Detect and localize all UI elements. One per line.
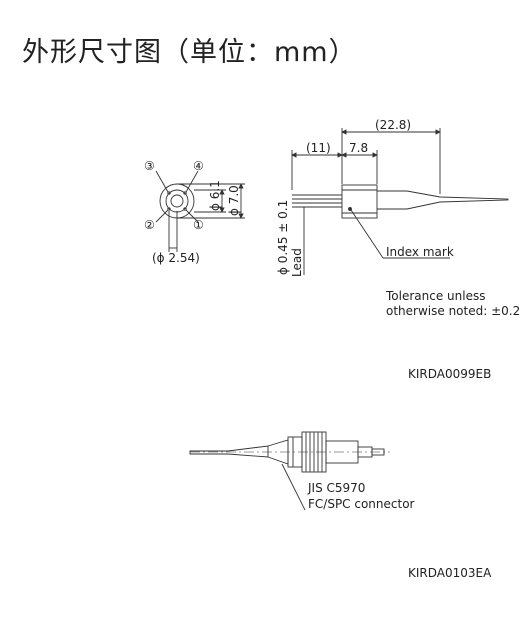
pin-2-label: ② bbox=[144, 218, 155, 232]
lead-label: Lead bbox=[290, 248, 304, 277]
pin-hole bbox=[183, 191, 187, 195]
lead-diameter-dimension: ϕ 0.45 ± 0.1 bbox=[276, 200, 290, 275]
total-length-dimension: (22.8) bbox=[375, 118, 411, 132]
body-length-dimension: 7.8 bbox=[349, 141, 368, 155]
fiber-taper bbox=[377, 190, 509, 210]
connector-view bbox=[189, 431, 390, 511]
side-view bbox=[291, 128, 509, 275]
pin-1-label: ① bbox=[193, 218, 204, 232]
pitch-dimension: (ϕ 2.54) bbox=[152, 251, 200, 265]
pin-3-label: ③ bbox=[144, 159, 155, 173]
tolerance-note-line2: otherwise noted: ±0.2 bbox=[386, 304, 520, 318]
connector-label-line1: JIS C5970 bbox=[307, 481, 365, 495]
index-mark-label: Index mark bbox=[386, 245, 454, 259]
window-circle bbox=[170, 194, 184, 208]
pin-4-label: ④ bbox=[193, 159, 204, 173]
front-view bbox=[155, 170, 245, 252]
fiber-cable bbox=[189, 445, 269, 458]
lead-length-dimension: (11) bbox=[306, 141, 331, 155]
pin-hole bbox=[167, 207, 171, 211]
inner-circle bbox=[165, 189, 189, 213]
drawing-code-1: KIRDA0099EB bbox=[408, 367, 491, 381]
page-title: 外形尺寸图（单位：mm） bbox=[22, 37, 357, 68]
pin-hole bbox=[183, 207, 187, 211]
tolerance-note-line1: Tolerance unless bbox=[385, 289, 485, 303]
drawing-code-2: KIRDA0103EA bbox=[408, 566, 492, 580]
index-mark bbox=[348, 207, 352, 211]
connector-label-line2: FC/SPC connector bbox=[308, 497, 415, 511]
inner-diameter-dimension: ϕ 6.1 bbox=[208, 180, 222, 211]
body bbox=[341, 184, 378, 219]
outer-diameter-dimension: ϕ 7.0 bbox=[227, 185, 241, 216]
pin-hole bbox=[167, 191, 171, 195]
